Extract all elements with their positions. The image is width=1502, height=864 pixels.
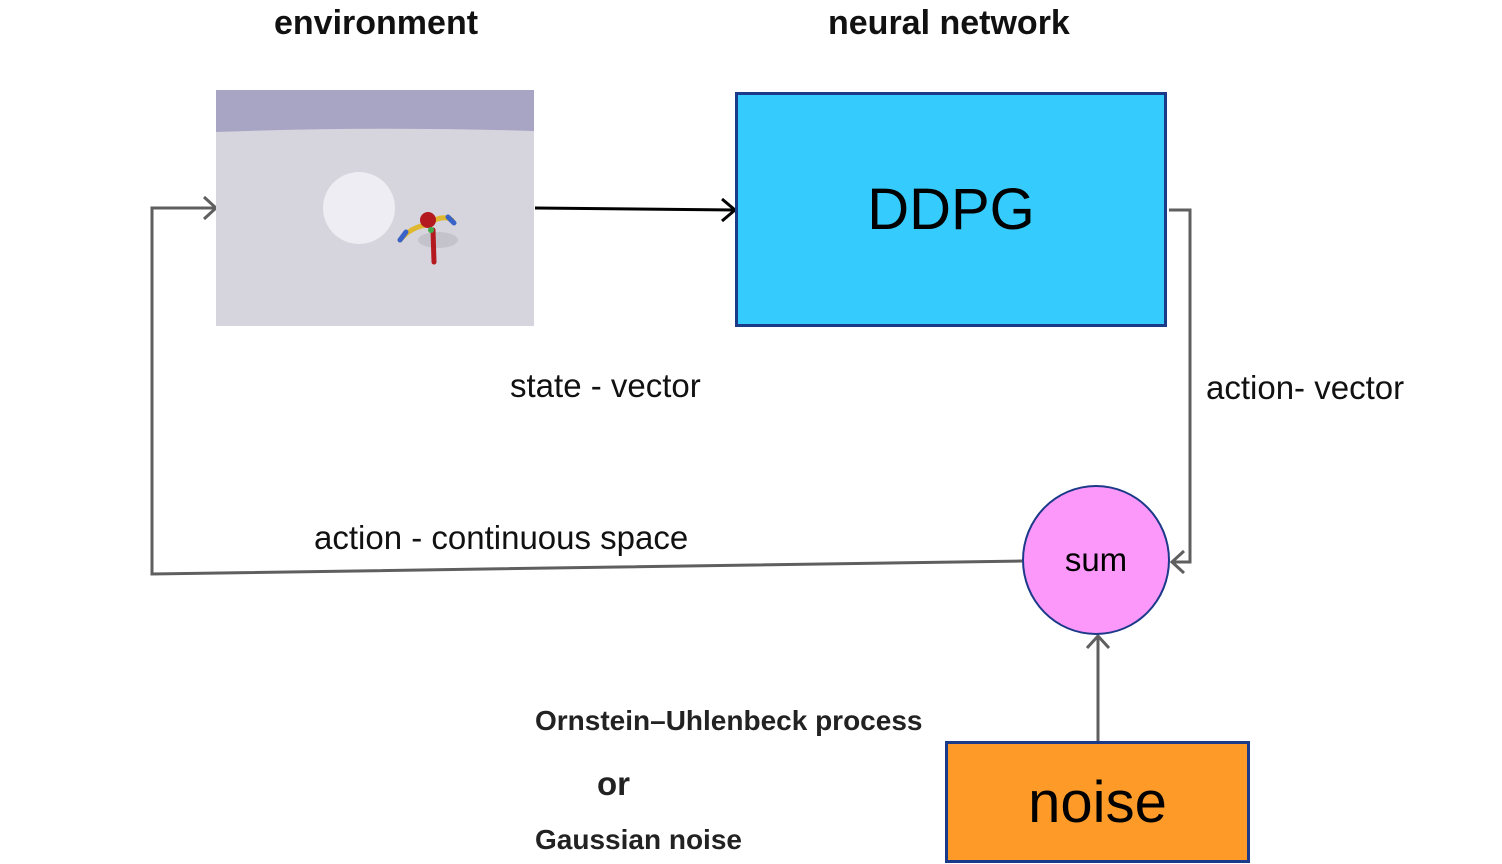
environment-image — [216, 90, 534, 326]
environment-heading: environment — [274, 4, 479, 42]
agent-leg-down — [430, 227, 437, 265]
ddpg-block: DDPG — [735, 92, 1167, 327]
scene-sky — [216, 90, 534, 132]
agent-leg-left-tip — [397, 229, 409, 243]
action-vector-label: action- vector — [1206, 369, 1405, 406]
environment-scene — [216, 90, 534, 326]
agent-body — [420, 212, 436, 228]
noise-option-or: or — [597, 765, 630, 802]
action-continuous-line — [150, 206, 1023, 576]
noise-option-gaussian: Gaussian noise — [535, 824, 742, 855]
action-vector-arrow-head — [1169, 549, 1186, 575]
state-arrow-line — [534, 206, 736, 212]
ddpg-label: DDPG — [867, 177, 1035, 242]
noise-arrow-head — [1085, 633, 1111, 650]
sum-node: sum — [1022, 485, 1170, 635]
agent-joint — [428, 227, 434, 233]
action-continuous-label: action - continuous space — [314, 519, 689, 556]
noise-option-ou-process: Ornstein–Uhlenbeck process — [535, 705, 923, 736]
agent-shadow — [418, 232, 458, 248]
noise-label: noise — [1028, 769, 1167, 835]
sum-label: sum — [1064, 541, 1128, 578]
state-vector-label: state - vector — [510, 367, 701, 404]
target-ball — [323, 172, 395, 244]
neural-network-heading: neural network — [828, 4, 1070, 42]
noise-block: noise — [945, 741, 1250, 863]
agent-leg-right-tip — [445, 214, 457, 226]
action-vector-line — [1169, 208, 1192, 564]
